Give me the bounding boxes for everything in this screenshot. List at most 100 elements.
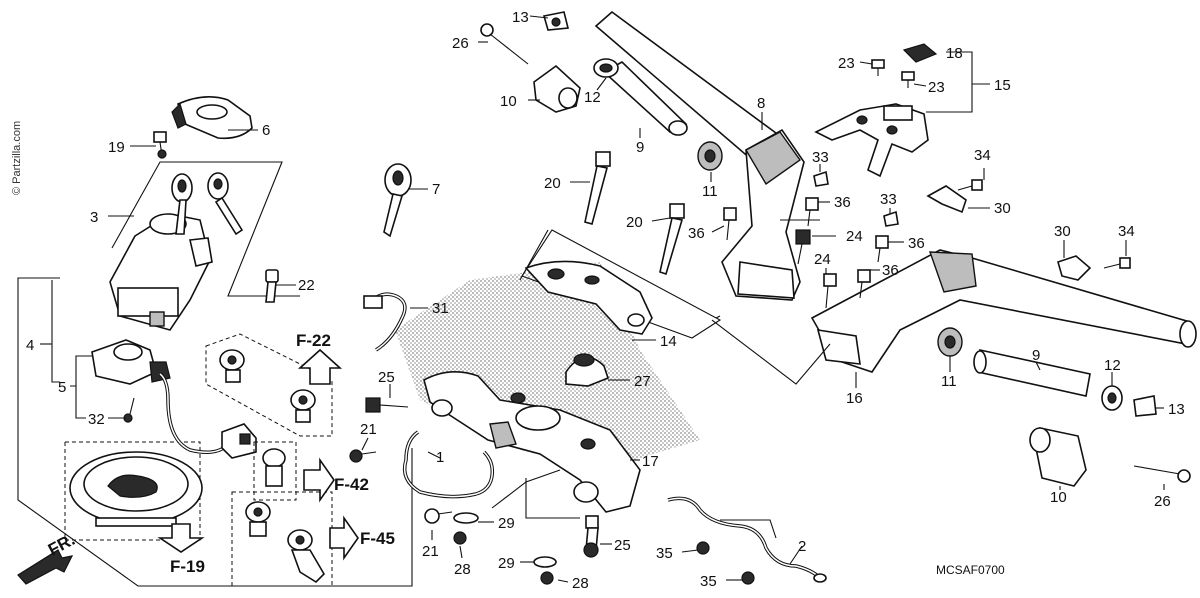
bar-end-weight-right xyxy=(1029,427,1087,487)
bolt-22 xyxy=(265,269,279,303)
callout-14: 14 xyxy=(660,333,677,350)
callout-18: 18 xyxy=(946,45,963,62)
clip-13-left xyxy=(542,11,570,31)
rubber-11-right xyxy=(937,327,963,357)
screw-23-b xyxy=(901,71,915,88)
bolt-25-right xyxy=(583,515,599,558)
top-bridge xyxy=(521,229,722,339)
bolt-24-b xyxy=(823,273,837,309)
callout-15: 15 xyxy=(994,77,1011,94)
stem-nut-27 xyxy=(565,353,609,387)
bolt-35-upper xyxy=(696,541,710,555)
callout-12-left: 12 xyxy=(584,89,601,106)
callout-29-lower: 29 xyxy=(498,555,515,572)
callout-6: 6 xyxy=(262,122,270,139)
immobilizer-receiver xyxy=(91,339,171,385)
screw-34-upper xyxy=(957,179,983,191)
handlebar-pipe-left xyxy=(594,10,805,301)
callout-30-upper: 30 xyxy=(994,200,1011,217)
bolt-36-a xyxy=(805,197,819,227)
handlebar-weight-pipe-right xyxy=(973,349,1091,397)
fuel-cap-ref xyxy=(69,451,203,527)
callout-7: 7 xyxy=(432,181,440,198)
ref-f22: F-22 xyxy=(296,331,331,350)
callout-22: 22 xyxy=(298,277,315,294)
callout-4: 4 xyxy=(26,337,34,354)
callout-35-lower: 35 xyxy=(700,573,717,590)
callout-27: 27 xyxy=(634,373,651,390)
ref-f19: F-19 xyxy=(170,557,205,576)
handlebar-holder-15 xyxy=(814,103,929,178)
bolt-21-lower xyxy=(424,508,453,524)
bolt-20-upper xyxy=(584,151,611,225)
callout-20-upper: 20 xyxy=(544,175,561,192)
callout-32: 32 xyxy=(88,411,105,428)
key-cylinder-cover xyxy=(171,96,253,140)
receiver-wire-harness xyxy=(158,372,257,459)
collar-12-left xyxy=(593,58,619,78)
ignition-assembly-outline xyxy=(17,161,413,587)
callout-24-a: 24 xyxy=(846,228,863,245)
clamp-30-lower xyxy=(1057,255,1092,281)
callout-20-lower: 20 xyxy=(626,214,643,231)
callout-26-right: 26 xyxy=(1154,493,1171,510)
callout-23-a: 23 xyxy=(838,55,855,72)
callout-8: 8 xyxy=(757,95,765,112)
callout-13-left: 13 xyxy=(512,9,529,26)
clamp-31 xyxy=(363,292,407,352)
handlebar-pipe-right xyxy=(810,249,1197,373)
callout-36-a: 36 xyxy=(834,194,851,211)
bolt-26-right xyxy=(1133,465,1191,483)
callout-17: 17 xyxy=(642,453,659,470)
screw-23-a xyxy=(871,59,885,76)
callout-labels: 1 2 3 4 5 6 7 8 9 9 10 10 11 11 12 12 13… xyxy=(26,9,1185,592)
diagram-code: MCSAF0700 xyxy=(936,563,1005,577)
callout-36-b: 36 xyxy=(908,235,925,252)
rubber-11-left xyxy=(697,141,723,171)
callout-25-right: 25 xyxy=(614,537,631,554)
front-direction-arrow xyxy=(17,549,74,585)
callout-21-lower: 21 xyxy=(422,543,439,560)
bolt-26-left xyxy=(480,23,529,65)
clamp-30-upper xyxy=(926,185,967,214)
washer-29-upper xyxy=(453,512,479,524)
nut-33-a xyxy=(813,170,829,187)
callout-16: 16 xyxy=(846,390,863,407)
callout-28-lower: 28 xyxy=(572,575,589,592)
callout-24-b: 24 xyxy=(814,251,831,268)
cable-1 xyxy=(402,430,495,499)
watermark-text: © Partzilla.com xyxy=(11,121,23,195)
arrow-right-f42 xyxy=(303,457,335,503)
callout-11-right: 11 xyxy=(941,373,957,390)
lock-cylinders-f22 xyxy=(205,333,333,437)
callout-36-left: 36 xyxy=(688,225,705,242)
lock-cylinder-f42 xyxy=(253,441,297,501)
callout-34-lower: 34 xyxy=(1118,223,1135,240)
ignition-keys xyxy=(171,172,244,236)
bolt-28-upper xyxy=(453,531,467,545)
bolt-28-lower xyxy=(540,571,554,585)
bolt-21-upper xyxy=(349,449,377,463)
callout-10-right: 10 xyxy=(1050,489,1067,506)
arrow-up-f22 xyxy=(297,348,343,385)
callout-3: 3 xyxy=(90,209,98,226)
key-7 xyxy=(383,163,412,238)
bolt-36-b xyxy=(875,235,889,263)
callout-31: 31 xyxy=(432,300,449,317)
ref-f42: F-42 xyxy=(334,475,369,494)
bar-end-weight-left xyxy=(533,64,581,113)
callout-30-lower: 30 xyxy=(1054,223,1071,240)
collar-12-right xyxy=(1101,385,1123,411)
clip-13-right xyxy=(1133,395,1157,417)
callout-19: 19 xyxy=(108,139,125,156)
callout-11-left: 11 xyxy=(702,183,718,200)
ignition-switch xyxy=(109,213,213,331)
washer-29-lower xyxy=(533,556,557,568)
callout-1: 1 xyxy=(436,449,444,466)
callout-10-left: 10 xyxy=(500,93,517,110)
bolt-20-lower xyxy=(659,203,685,276)
callout-2: 2 xyxy=(798,538,806,555)
screw-34-lower xyxy=(1103,257,1131,269)
callout-9-left: 9 xyxy=(636,139,644,156)
